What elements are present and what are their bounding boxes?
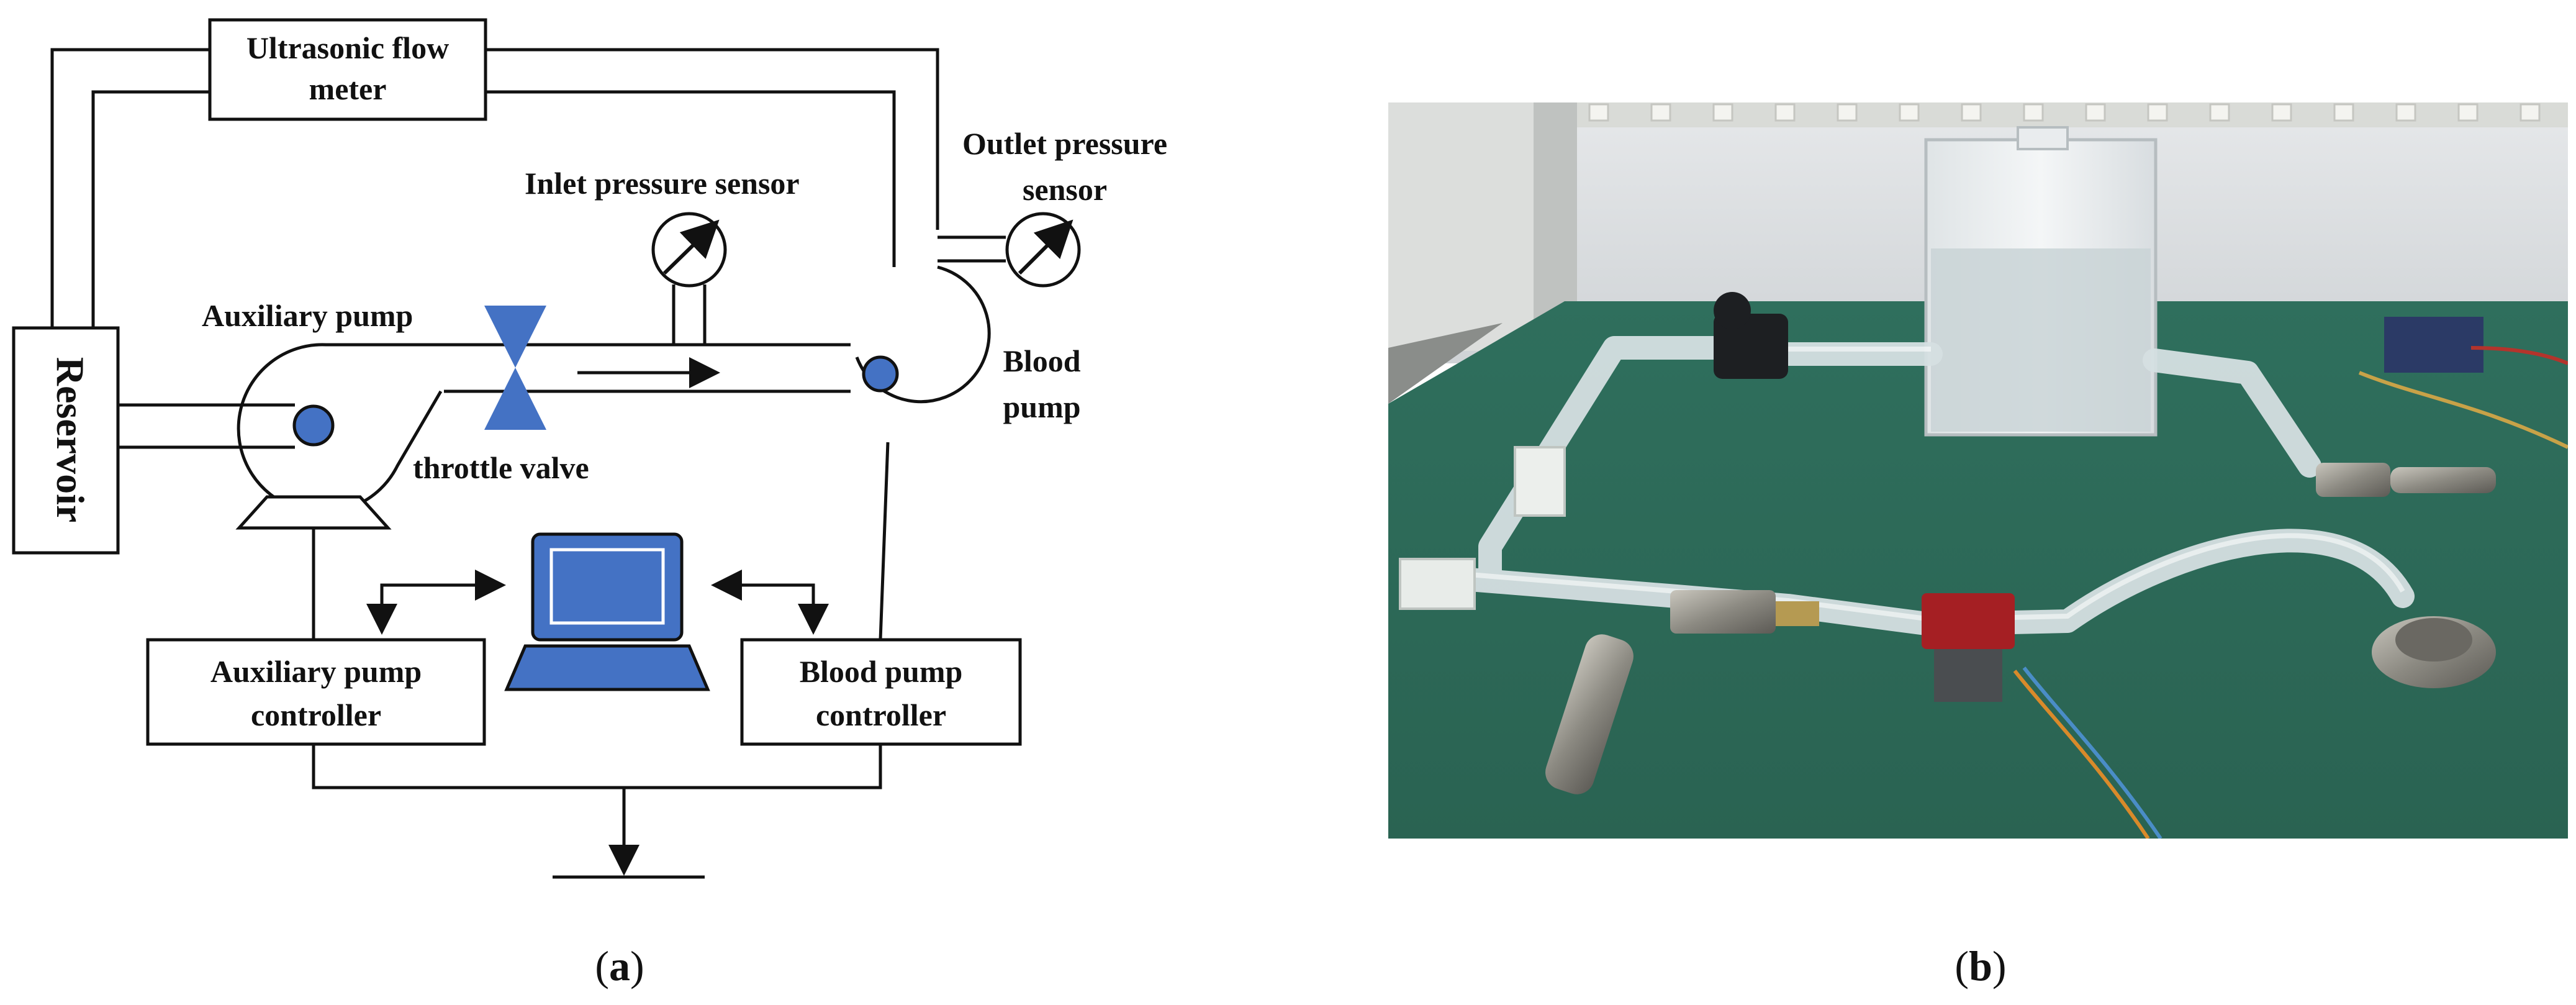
aux-controller-label-1: Auxiliary pump (210, 654, 422, 689)
ground-wire (312, 744, 882, 870)
pipe-reservoir-to-meter (50, 48, 210, 328)
pipe-meter-to-blood-pump (486, 48, 939, 267)
aux-pump-base (235, 495, 392, 530)
throttle-valve (484, 306, 546, 430)
aux-pump-impeller (292, 404, 335, 447)
blood-controller-label-2: controller (816, 698, 946, 732)
photo-panel: (b) (1388, 102, 2568, 989)
outlet-sensor-branch (938, 235, 1006, 263)
flow-meter-box (208, 18, 487, 121)
blood-pump-label-2: pump (1003, 389, 1080, 424)
throttle-valve-label: throttle valve (413, 450, 589, 485)
aux-controller-label-2: controller (251, 698, 381, 732)
reservoir-box (12, 326, 120, 555)
aux-controller-box (146, 638, 486, 746)
flow-meter-label-1: Ultrasonic flow (246, 30, 449, 65)
aux-pump-volute (237, 343, 443, 514)
blood-pump-wire (879, 442, 890, 640)
laptop-blood-link (719, 583, 829, 635)
aux-pump-label: Auxiliary pump (202, 298, 413, 333)
flow-meter-label-2: meter (309, 71, 387, 106)
schematic-panel (12, 18, 1081, 877)
caption-a: (a) (595, 942, 644, 989)
outlet-sensor-label-1: Outlet pressure (962, 126, 1167, 161)
reservoir-label: Reservoir (48, 357, 93, 523)
caption-b: (b) (1955, 942, 2006, 989)
laptop-icon (504, 532, 710, 691)
laptop-aux-link (366, 583, 497, 635)
outlet-sensor-label-2: sensor (1023, 172, 1107, 207)
blood-controller-label-1: Blood pump (800, 654, 963, 689)
schematic-labels: Ultrasonic flow meter Reservoir Auxiliar… (48, 30, 1167, 989)
inlet-sensor-branch (672, 284, 707, 345)
pipe-reservoir-to-aux (118, 403, 295, 449)
blood-pump-impeller (862, 355, 899, 393)
inlet-sensor-label: Inlet pressure sensor (525, 166, 800, 201)
blood-pump-label-1: Blood (1003, 343, 1080, 378)
